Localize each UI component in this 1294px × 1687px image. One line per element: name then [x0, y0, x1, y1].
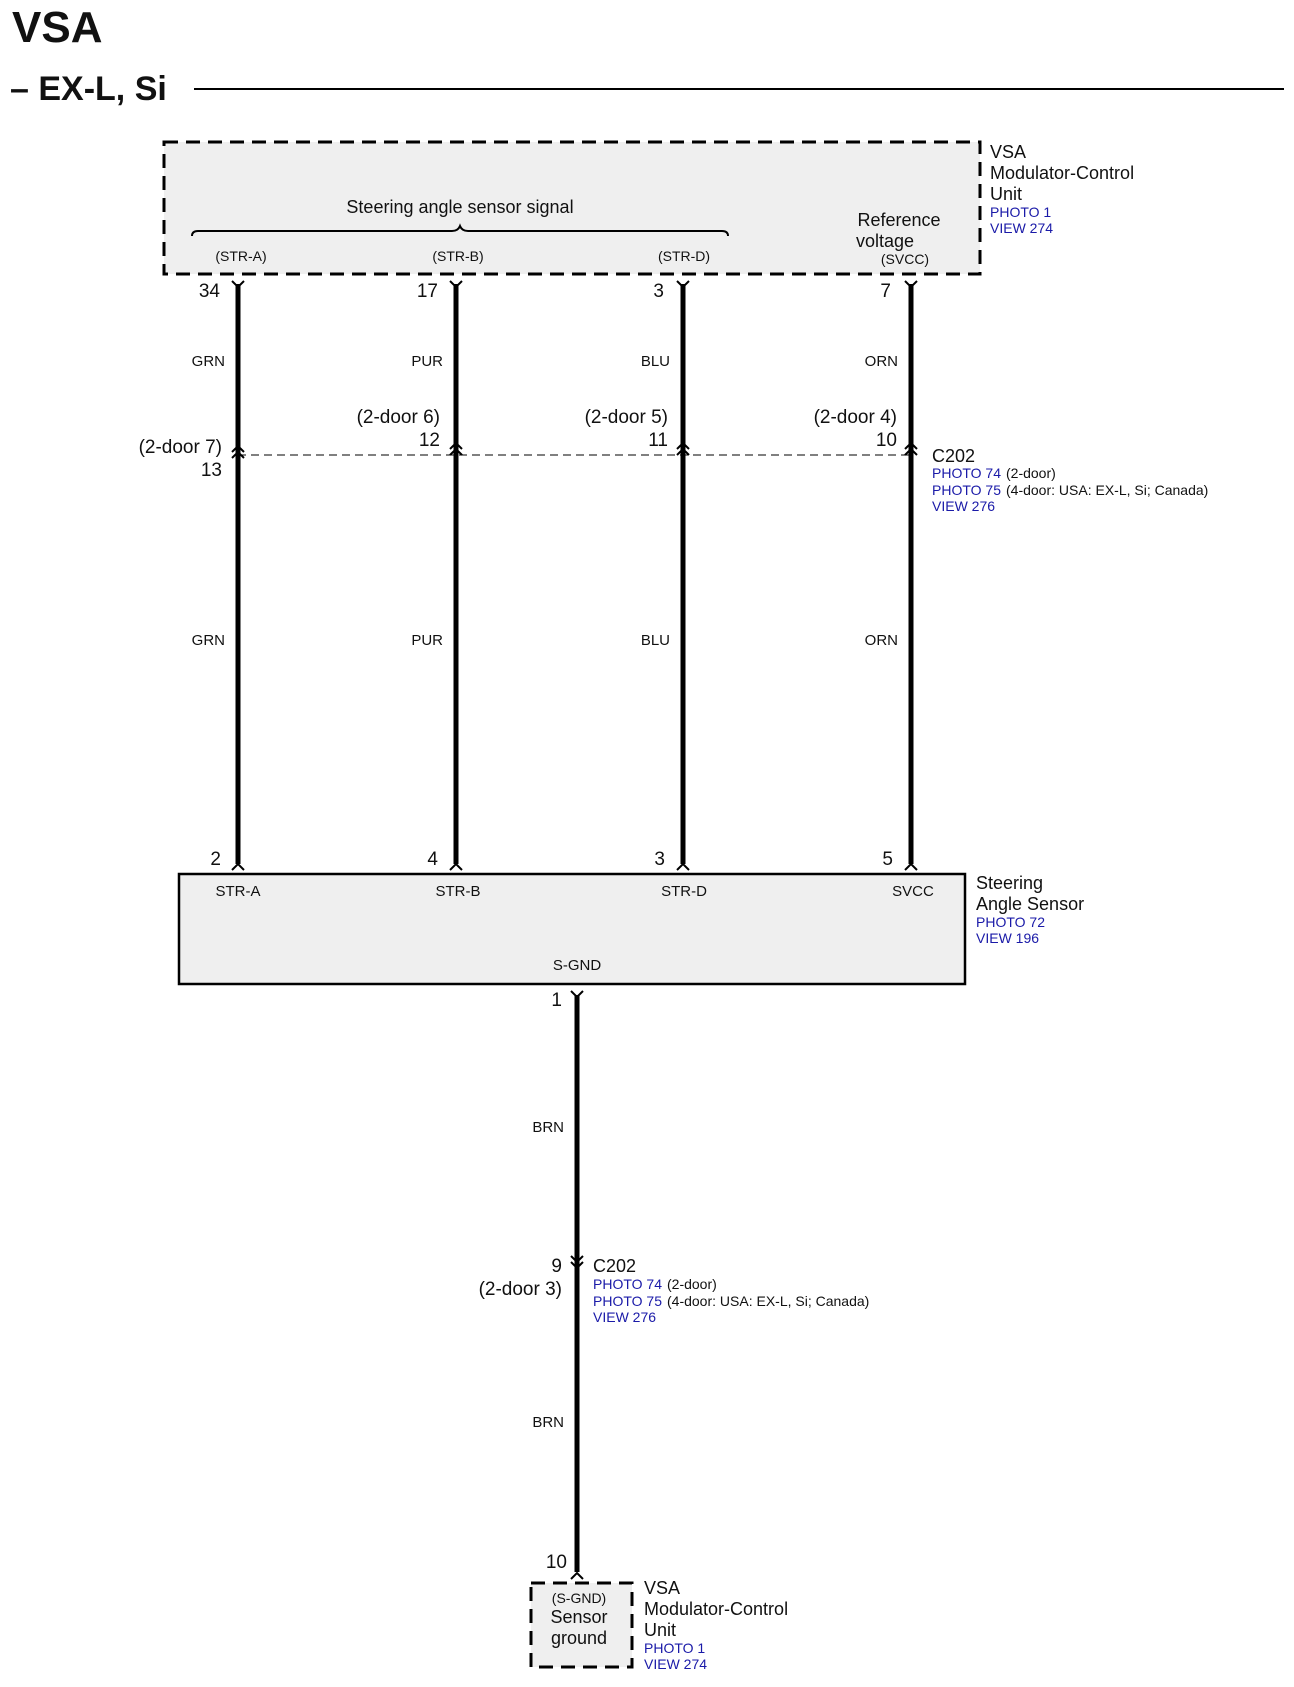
vsa-unit-top-name-1: VSA: [990, 142, 1026, 162]
c202-top-terminal-10: [904, 441, 918, 456]
steering-angle-sensor-box: [177, 872, 967, 986]
wire-color-upper-str-d: BLU: [641, 353, 670, 370]
sensor-pin-5: 5: [882, 849, 893, 870]
sensor-view-link[interactable]: VIEW 196: [976, 930, 1039, 946]
wire-color-lower-str-d: BLU: [641, 632, 670, 649]
c202-top-pin-12: 12: [419, 430, 440, 451]
sensor-terminal-4: [449, 862, 463, 871]
vsa-unit-bottom-view-link[interactable]: VIEW 274: [644, 1656, 707, 1672]
c202-top-terminal-11: [676, 441, 690, 456]
c202-top-2door-4: (2-door 4): [814, 407, 897, 428]
c202-top-pin-13: 13: [201, 460, 222, 481]
c202-top-terminal-12: [449, 441, 463, 456]
c202-top-pin-11: 11: [648, 430, 668, 451]
vsa-pin-7: 7: [880, 281, 891, 302]
vsa-signal-str-b: (STR-B): [432, 248, 483, 264]
sensor-pin-1: 1: [551, 990, 562, 1011]
c202-bottom-pin-9: 9: [551, 1256, 562, 1277]
c202-top-photo75-line: PHOTO 75 (4-door: USA: EX-L, Si; Canada): [932, 482, 1208, 498]
c202-bottom-photo74-note: (2-door): [667, 1276, 717, 1292]
vsa-unit-bottom-name-2: Modulator-Control: [644, 1599, 788, 1619]
page-subtitle: – EX-L, Si: [10, 70, 167, 108]
c202-bottom-photo75-line: PHOTO 75 (4-door: USA: EX-L, Si; Canada): [593, 1293, 869, 1309]
sensor-signal-str-d: STR-D: [661, 883, 707, 900]
signal-brace: [191, 223, 729, 237]
sensor-signal-s-gnd: S-GND: [553, 957, 602, 974]
sensor-signal-svcc: SVCC: [892, 883, 934, 900]
vsa-pin-34: 34: [199, 281, 221, 302]
c202-top-photo75-link[interactable]: PHOTO 75: [932, 482, 1001, 498]
c202-top-pin-10: 10: [876, 430, 897, 451]
sensor-pin-4: 4: [427, 849, 438, 870]
c202-bottom-photo75-note: (4-door: USA: EX-L, Si; Canada): [667, 1293, 869, 1309]
sensor-name-2: Angle Sensor: [976, 894, 1084, 914]
c202-top-name: C202: [932, 446, 975, 466]
vsa-unit-top-view-link[interactable]: VIEW 274: [990, 220, 1053, 236]
sensor-terminal-2: [231, 862, 245, 871]
vsa-unit-bottom-name-3: Unit: [644, 1620, 676, 1640]
vsa-terminal-34: [231, 280, 245, 289]
reference-voltage-label-1: Reference: [857, 210, 940, 230]
c202-bottom-photo75-link[interactable]: PHOTO 75: [593, 1293, 662, 1309]
sensor-signal-str-b: STR-B: [436, 883, 481, 900]
c202-top-2door-6: (2-door 6): [357, 407, 440, 428]
sensor-photo-link[interactable]: PHOTO 72: [976, 914, 1045, 930]
vsa-unit-top-box: [162, 140, 982, 276]
c202-top-photo74-link[interactable]: PHOTO 74: [932, 465, 1001, 481]
vsa-unit-bottom-box: [529, 1581, 634, 1669]
wire-color-gnd-upper: BRN: [532, 1119, 564, 1136]
wire-color-upper-svcc: ORN: [865, 353, 898, 370]
steering-signal-label: Steering angle sensor signal: [346, 197, 573, 217]
vsa-unit-top-name-3: Unit: [990, 184, 1022, 204]
page-title: VSA: [12, 3, 102, 52]
c202-top-2door-5: (2-door 5): [585, 407, 668, 428]
wire-color-upper-str-b: PUR: [411, 353, 443, 370]
wire-color-lower-svcc: ORN: [865, 632, 898, 649]
vsa-terminal-7: [904, 280, 918, 289]
sensor-terminal-1: [570, 990, 584, 999]
vsa-bottom-pin-10: 10: [546, 1552, 567, 1573]
reference-voltage-label-2: voltage: [856, 231, 914, 251]
vsa-signal-svcc: (SVCC): [881, 251, 929, 267]
c202-top-view-link[interactable]: VIEW 276: [932, 498, 995, 514]
c202-bottom-2door-3: (2-door 3): [479, 1279, 562, 1300]
sensor-terminal-3: [676, 862, 690, 871]
vsa-pin-17: 17: [417, 281, 438, 302]
c202-top-terminal-13: [231, 444, 245, 459]
vsa-signal-str-d: (STR-D): [658, 248, 710, 264]
c202-top-photo75-note: (4-door: USA: EX-L, Si; Canada): [1006, 482, 1208, 498]
vsa-signal-str-a: (STR-A): [215, 248, 266, 264]
wire-color-gnd-lower: BRN: [532, 1414, 564, 1431]
c202-bottom-view-link[interactable]: VIEW 276: [593, 1309, 656, 1325]
c202-bottom-name: C202: [593, 1256, 636, 1276]
vsa-terminal-17: [449, 280, 463, 289]
vsa-bottom-signal: (S-GND): [552, 1590, 606, 1606]
wire-color-lower-str-a: GRN: [192, 632, 225, 649]
sensor-terminal-5: [904, 862, 918, 871]
vsa-bottom-label-1: Sensor: [550, 1607, 607, 1627]
vsa-unit-bottom-name-1: VSA: [644, 1578, 680, 1598]
c202-top-2door-7: (2-door 7): [139, 437, 222, 458]
c202-top-photo74-line: PHOTO 74 (2-door): [932, 465, 1056, 481]
vsa-unit-bottom-photo-link[interactable]: PHOTO 1: [644, 1640, 705, 1656]
sensor-signal-str-a: STR-A: [216, 883, 261, 900]
c202-bottom-photo74-link[interactable]: PHOTO 74: [593, 1276, 662, 1292]
vsa-bottom-terminal-10: [570, 1571, 584, 1580]
sensor-pin-2: 2: [210, 849, 221, 870]
wire-color-upper-str-a: GRN: [192, 353, 225, 370]
wire-color-lower-str-b: PUR: [411, 632, 443, 649]
c202-top-photo74-note: (2-door): [1006, 465, 1056, 481]
vsa-unit-top-photo-link[interactable]: PHOTO 1: [990, 204, 1051, 220]
c202-bottom-photo74-line: PHOTO 74 (2-door): [593, 1276, 717, 1292]
vsa-terminal-3: [676, 280, 690, 289]
sensor-name-1: Steering: [976, 873, 1043, 893]
vsa-unit-top-name-2: Modulator-Control: [990, 163, 1134, 183]
vsa-bottom-label-2: ground: [551, 1628, 607, 1648]
vsa-pin-3: 3: [653, 281, 664, 302]
c202-bottom-terminal-9: [570, 1255, 584, 1270]
sensor-pin-3: 3: [654, 849, 665, 870]
